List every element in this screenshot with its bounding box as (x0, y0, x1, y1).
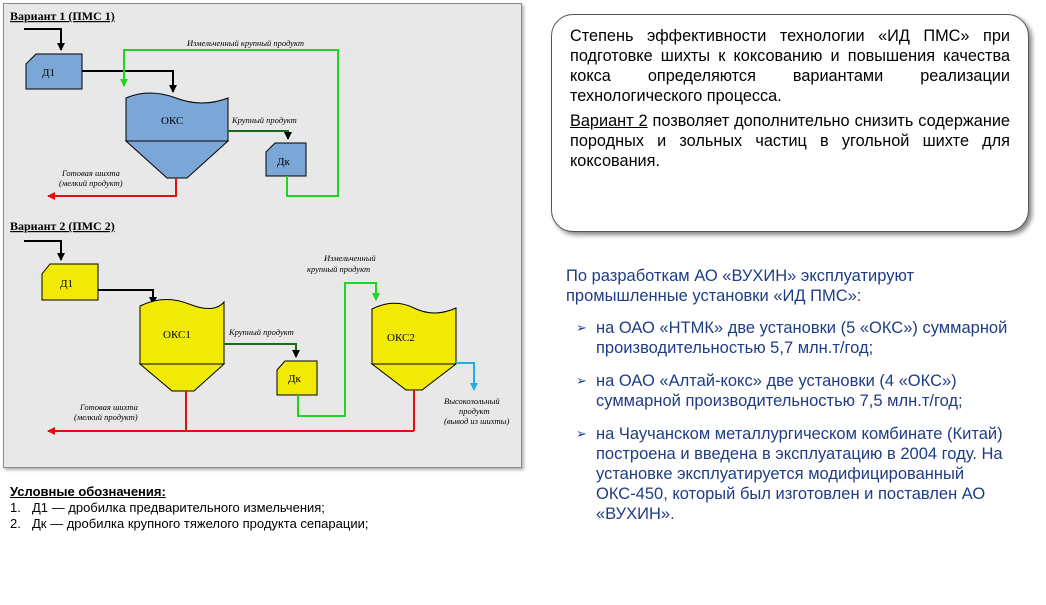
v1-oks-label: ОКС (161, 115, 183, 127)
legend: Условные обозначения: 1. Д1 — дробилка п… (10, 484, 520, 532)
arrow-bullet-icon: ➢ (576, 373, 587, 388)
v2-oks2-label: ОКС2 (387, 332, 415, 344)
v1-return-loop-arrow (120, 49, 339, 197)
legend-item-text: Д1 — дробилка предварительного измельчен… (32, 500, 325, 515)
v1-coarse-arrow (228, 130, 292, 140)
legend-item-text: Дк — дробилка крупного тяжелого продукта… (32, 516, 369, 531)
callout-paragraph-1: Степень эффективности технологии «ИД ПМС… (570, 27, 1010, 105)
v1-oks-cone (124, 140, 230, 179)
list-item: ➢ на ОАО «НТМК» две установки (5 «ОКС») с… (576, 318, 1036, 358)
installations-list: ➢ на ОАО «НТМК» две установки (5 «ОКС») с… (566, 318, 1036, 524)
legend-item-number: 2. (10, 516, 21, 531)
v1-ready-label-2: (мелкий продукт) (59, 178, 123, 188)
variant2-title: Вариант 2 (ПМС 2) (10, 219, 115, 233)
v2-oks2-cone (370, 363, 458, 391)
v2-ash-arrow (456, 362, 478, 391)
list-item-text: на Чаучанском металлургическом комбинате… (596, 425, 1003, 523)
v1-d1-to-oks-arrow (82, 70, 177, 93)
v2-crushed-to-oks2-arrow (297, 282, 380, 417)
installations-section: По разработкам АО «ВУХИН» эксплуатируют … (566, 266, 1036, 537)
v2-ready-label-2: (мелкий продукт) (74, 412, 138, 422)
arrow-bullet-icon: ➢ (576, 320, 587, 335)
variant1-title: Вариант 1 (ПМС 1) (10, 9, 115, 23)
callout-paragraph-2: Вариант 2 позволяет дополнительно снизит… (570, 111, 1010, 171)
v2-d1-crusher (41, 263, 99, 301)
callout-variant2-link-text: Вариант 2 (570, 112, 648, 130)
v2-coarse-label: Крупный продукт (228, 327, 294, 337)
v2-oks1-separator (139, 299, 225, 365)
v2-d1-label: Д1 (60, 278, 73, 290)
v1-ready-charge-arrow (47, 178, 177, 200)
v2-oks2-separator (371, 302, 457, 365)
list-item-text: на ОАО «НТМК» две установки (5 «ОКС») су… (596, 319, 1008, 357)
legend-item: 1. Д1 — дробилка предварительного измель… (10, 500, 520, 516)
v2-ash-label-2: продукт (459, 406, 490, 416)
process-diagram-panel: Вариант 1 (ПМС 1) Д1 ОКС Крупный продукт… (3, 3, 522, 468)
list-item-text: на ОАО «Алтай-кокс» две установки (4 «ОК… (596, 372, 963, 410)
v1-d1-crusher (25, 53, 83, 90)
legend-item: 2. Дк — дробилка крупного тяжелого проду… (10, 516, 520, 532)
v2-ash-label-3: (вывод из шихты) (444, 416, 509, 426)
v2-d1-to-oks1-arrow (98, 289, 157, 305)
process-diagram: Вариант 1 (ПМС 1) Д1 ОКС Крупный продукт… (10, 9, 509, 435)
list-item: ➢ на Чаучанском металлургическом комбинат… (576, 424, 1036, 524)
installations-intro: По разработкам АО «ВУХИН» эксплуатируют … (566, 267, 915, 305)
efficiency-callout-box: Степень эффективности технологии «ИД ПМС… (551, 14, 1029, 232)
v1-crushed-coarse-label: Измельченный крупный продукт (186, 38, 304, 48)
v1-d1-label: Д1 (42, 67, 55, 79)
v2-oks1-label: ОКС1 (163, 329, 191, 341)
arrow-bullet-icon: ➢ (576, 426, 587, 441)
v2-ready-label-1: Готовая шихта (79, 402, 138, 412)
v1-ready-label-1: Готовая шихта (61, 168, 120, 178)
v1-coarse-label: Крупный продукт (231, 115, 297, 125)
v2-ash-label-1: Высокозольный (444, 396, 500, 406)
v2-crushed-label-2: крупный продукт (307, 264, 370, 274)
v1-dk-label: Дк (277, 156, 291, 168)
v2-crushed-label-1: Измельченный (323, 253, 376, 263)
list-item: ➢ на ОАО «Алтай-кокс» две установки (4 «О… (576, 371, 1036, 411)
v1-input-arrow (24, 28, 65, 51)
legend-title: Условные обозначения: (10, 484, 166, 499)
callout-paragraph-2-rest: позволяет дополнительно снизить содержан… (570, 112, 1010, 170)
legend-item-number: 1. (10, 500, 21, 515)
v1-oks-separator (125, 92, 229, 142)
v2-oks1-cone (138, 363, 226, 392)
v2-coarse-arrow (224, 343, 300, 358)
v2-input-arrow (24, 240, 65, 261)
v2-dk-label: Дк (288, 373, 302, 385)
